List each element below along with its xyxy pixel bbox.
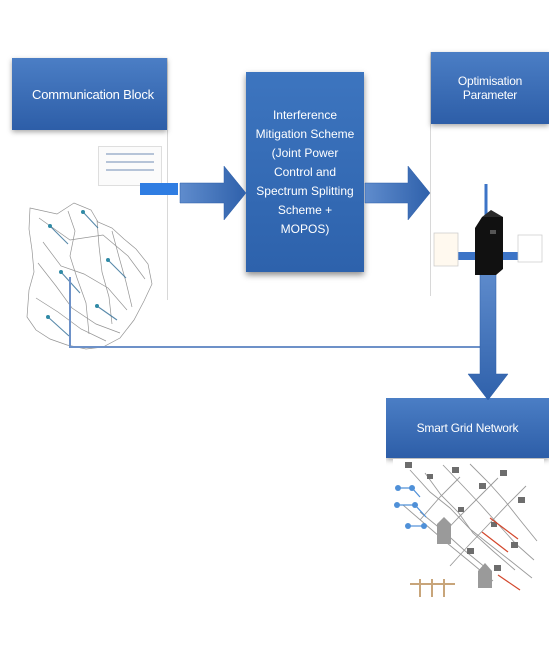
legend-line	[106, 153, 154, 155]
interference-mitigation-block: Interference Mitigation Scheme (Joint Po…	[246, 72, 364, 272]
smart-grid-network-diagram	[393, 459, 544, 597]
middle-to-right-arrow	[364, 165, 431, 221]
optimisation-device-diagram	[433, 184, 543, 275]
communication-legend	[98, 146, 162, 186]
communication-badge	[140, 183, 178, 195]
feedback-connector	[69, 277, 488, 348]
legend-line	[106, 161, 154, 163]
communication-panel: Communication Block	[12, 58, 178, 350]
legend-line	[106, 169, 154, 171]
optimisation-parameter-title: Optimisation Parameter	[431, 52, 549, 124]
optimisation-to-smart-grid-arrow	[467, 268, 509, 401]
flow-connectors	[69, 165, 544, 597]
smart-grid-network-title: Smart Grid Network	[386, 398, 549, 458]
left-to-middle-arrow	[179, 165, 247, 221]
communication-block-title: Communication Block	[12, 58, 167, 130]
